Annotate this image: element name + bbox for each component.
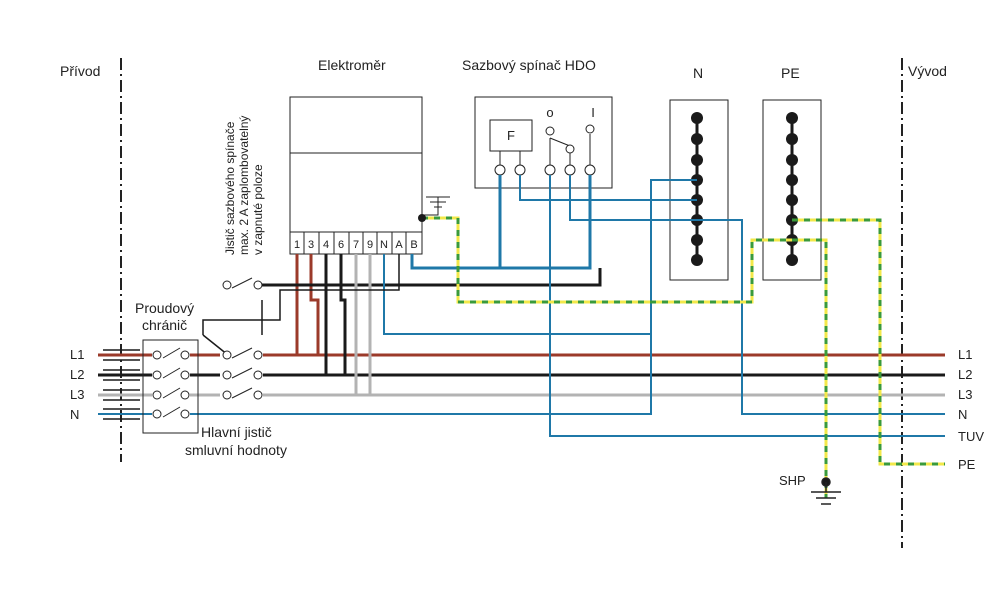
- meter-terminal-label: 6: [338, 239, 344, 251]
- input-label-l2: L2: [70, 367, 84, 382]
- output-label-tuv: TUV: [958, 429, 984, 444]
- output-label-n: N: [958, 407, 967, 422]
- meter-terminal-label: 9: [367, 239, 373, 251]
- meter-terminal-dividers: [303, 232, 407, 254]
- output-label-l2: L2: [958, 367, 972, 382]
- electricity-meter: 1 3 4 6 7 9 N A B: [289, 96, 423, 255]
- hdo-on-label: I: [591, 105, 595, 120]
- rcd-label-line-2: chránič: [142, 317, 187, 333]
- wire-pe: [422, 216, 945, 498]
- meter-terminal-label: B: [410, 239, 417, 251]
- earth-electrode-label: SHP: [779, 473, 806, 488]
- wire-neutral: [98, 175, 945, 437]
- meter-pe-terminal: [418, 214, 426, 222]
- output-section-label: Vývod: [908, 63, 947, 79]
- meter-terminal-label: N: [380, 239, 388, 251]
- output-label-l1: L1: [958, 347, 972, 362]
- n-bar-title: N: [693, 65, 703, 81]
- meter-terminal-label: 1: [294, 239, 300, 251]
- input-label-n: N: [70, 407, 79, 422]
- earth-electrode-icon: [811, 477, 841, 505]
- pe-bar-title: PE: [781, 65, 800, 81]
- meter-earth-icon: [422, 196, 450, 216]
- hdo-switch: [474, 96, 613, 189]
- meter-terminal-label: 4: [323, 239, 329, 251]
- wire-phase-l3: [98, 254, 945, 397]
- hdo-breaker: [222, 277, 263, 290]
- meter-terminal-label: A: [395, 239, 403, 251]
- output-label-l3: L3: [958, 387, 972, 402]
- input-label-l3: L3: [70, 387, 84, 402]
- input-cable-marks: [103, 349, 140, 420]
- hdo-fuse-label: F: [507, 128, 515, 143]
- hdo-title: Sazbový spínač HDO: [462, 57, 596, 73]
- rcd-label-line-1: Proudový: [135, 300, 194, 316]
- wire-phase-l2: [98, 254, 945, 377]
- residual-current-device: [142, 339, 199, 434]
- wire-neutral-thick: [410, 175, 592, 270]
- meter-title: Elektroměr: [318, 57, 386, 73]
- input-label-l1: L1: [70, 347, 84, 362]
- n-busbar-box: [669, 99, 729, 281]
- hdo-breaker-note-line-3: v zapnuté poloze: [251, 164, 265, 255]
- main-breaker-label-line-2: smluvní hodnoty: [185, 442, 287, 458]
- hdo-off-label: o: [546, 105, 553, 120]
- main-breaker-label-line-1: Hlavní jistič: [201, 424, 272, 440]
- hdo-breaker-note-line-1: Jistič sazbového spínače: [223, 121, 237, 255]
- input-section-label: Přívod: [60, 63, 100, 79]
- meter-terminal-label: 3: [308, 239, 314, 251]
- hdo-breaker-note-line-2: max. 2 A zaplombovatelný: [237, 116, 251, 255]
- main-breaker: [222, 347, 263, 400]
- meter-terminal-label: 7: [353, 239, 359, 251]
- wire-control: [202, 254, 400, 356]
- output-label-pe: PE: [958, 457, 976, 472]
